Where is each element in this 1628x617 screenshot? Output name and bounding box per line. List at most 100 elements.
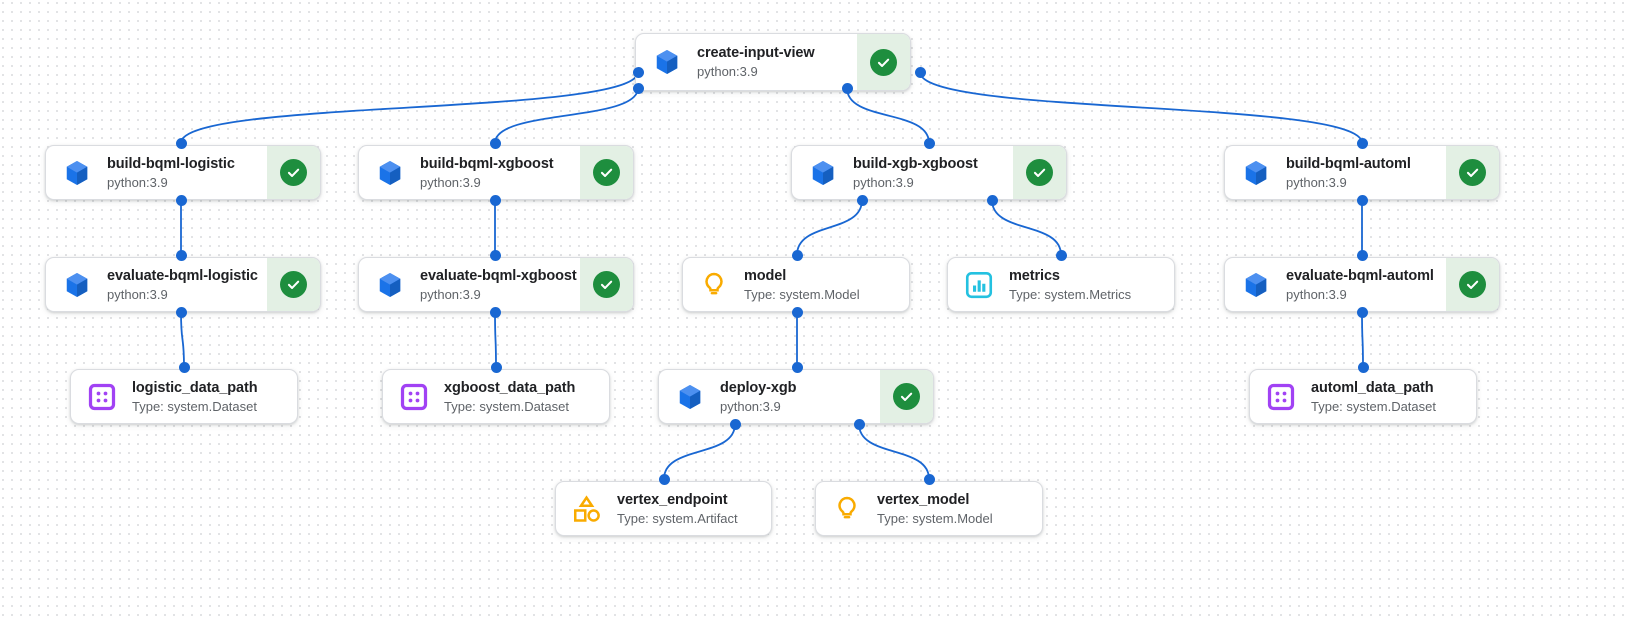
connection-port[interactable]: [175, 194, 187, 206]
connection-port[interactable]: [489, 194, 501, 206]
status-panel: [267, 258, 320, 311]
connection-port[interactable]: [658, 473, 670, 485]
connection-port[interactable]: [853, 418, 865, 430]
connection-port[interactable]: [791, 361, 803, 373]
connection-port[interactable]: [923, 137, 935, 149]
edge-create-input-view-to-build-bqml-xgboost: [494, 87, 639, 144]
status-panel: [857, 34, 910, 90]
lightbulb-icon: [697, 268, 731, 302]
node-title: create-input-view: [697, 45, 815, 61]
connection-port[interactable]: [178, 361, 190, 373]
node-subtitle: Type: system.Model: [744, 286, 860, 302]
connection-port[interactable]: [490, 361, 502, 373]
connection-port[interactable]: [1055, 249, 1067, 261]
node-text: build-xgb-xgboost python:3.9: [853, 155, 978, 191]
node-title: build-bqml-xgboost: [420, 155, 554, 172]
success-check-icon: [280, 159, 307, 186]
node-text: deploy-xgb python:3.9: [720, 379, 796, 415]
node-title: deploy-xgb: [720, 379, 797, 396]
node-deploy-xgb[interactable]: deploy-xgb python:3.9: [658, 369, 934, 424]
connection-port[interactable]: [489, 306, 501, 318]
status-panel: [1446, 258, 1499, 311]
connection-port[interactable]: [923, 473, 935, 485]
edge-evaluate-bqml-logistic-to-logistic_data_path: [180, 311, 185, 368]
success-check-icon: [893, 383, 920, 410]
node-subtitle: python:3.9: [720, 398, 781, 414]
node-build-bqml-automl[interactable]: build-bqml-automl python:3.9: [1224, 145, 1500, 200]
status-panel: [580, 258, 633, 311]
connection-port[interactable]: [1357, 361, 1369, 373]
connection-port[interactable]: [175, 137, 187, 149]
cube-icon: [1239, 156, 1273, 190]
cube-icon: [60, 156, 94, 190]
connection-port[interactable]: [632, 82, 644, 94]
connection-port[interactable]: [632, 66, 644, 78]
node-subtitle: Type: system.Dataset: [1311, 398, 1436, 414]
connection-port[interactable]: [986, 194, 998, 206]
shapes-icon: [570, 492, 604, 526]
connection-port[interactable]: [914, 66, 926, 78]
edge-deploy-xgb-to-vertex_endpoint: [663, 423, 736, 480]
node-subtitle: python:3.9: [107, 286, 168, 302]
dataset-icon: [1264, 380, 1298, 414]
connection-port[interactable]: [856, 194, 868, 206]
connection-port[interactable]: [791, 306, 803, 318]
connection-port[interactable]: [1356, 249, 1368, 261]
node-subtitle: python:3.9: [420, 286, 481, 302]
node-subtitle: Type: system.Artifact: [617, 510, 738, 526]
connection-port[interactable]: [489, 137, 501, 149]
connection-port[interactable]: [489, 249, 501, 261]
status-panel: [580, 146, 633, 199]
connection-port[interactable]: [791, 249, 803, 261]
status-panel: [1446, 146, 1499, 199]
node-subtitle: python:3.9: [1286, 174, 1347, 190]
edge-evaluate-bqml-automl-to-automl_data_path: [1361, 311, 1364, 368]
connection-port[interactable]: [175, 306, 187, 318]
connection-port[interactable]: [175, 249, 187, 261]
success-check-icon: [593, 159, 620, 186]
node-subtitle: Type: system.Model: [877, 510, 993, 526]
node-subtitle: python:3.9: [853, 174, 914, 190]
node-body: build-bqml-automl python:3.9: [1225, 146, 1446, 199]
success-check-icon: [280, 271, 307, 298]
connection-port[interactable]: [1356, 194, 1368, 206]
connection-port[interactable]: [841, 82, 853, 94]
connection-port[interactable]: [1356, 306, 1368, 318]
connection-port[interactable]: [1356, 137, 1368, 149]
node-subtitle: Type: system.Dataset: [444, 398, 569, 414]
node-build-xgb-xgboost[interactable]: build-xgb-xgboost python:3.9: [791, 145, 1067, 200]
connection-port[interactable]: [729, 418, 741, 430]
cube-icon: [673, 380, 707, 414]
node-title: automl_data_path: [1311, 379, 1434, 396]
success-check-icon: [870, 48, 897, 76]
node-title: build-xgb-xgboost: [853, 155, 978, 172]
node-title: build-bqml-automl: [1286, 155, 1411, 172]
